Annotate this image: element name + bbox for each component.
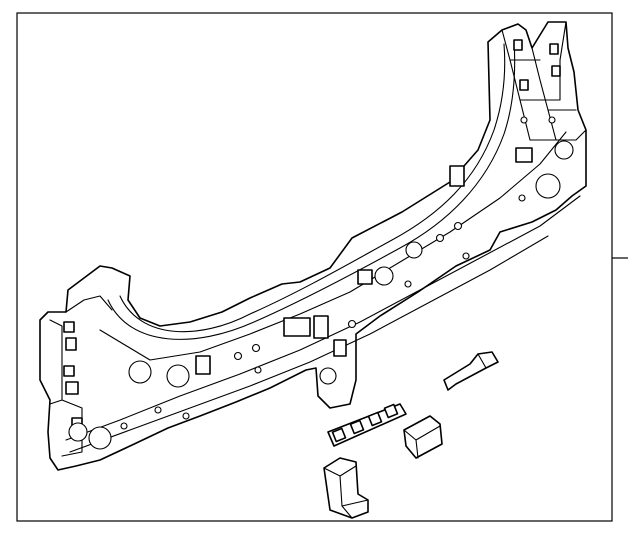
tab-6 [513, 39, 523, 51]
opening-9 [319, 367, 337, 385]
upper-crease [99, 131, 567, 361]
hole-10 [182, 412, 190, 420]
small-bracket-outline [443, 351, 499, 391]
clip-2 [349, 419, 365, 435]
wheel-arch-inner [107, 39, 516, 340]
tab-7 [549, 43, 559, 55]
tab-3 [63, 365, 75, 377]
block-4 [449, 165, 465, 187]
block-3 [195, 355, 211, 375]
tab-10 [515, 147, 533, 163]
hole-13 [548, 116, 556, 124]
lower-rail [65, 195, 581, 441]
l-bracket-fold [323, 465, 369, 519]
opening-5 [535, 173, 561, 199]
block-1 [283, 317, 311, 337]
tab-2 [65, 337, 77, 351]
hole-8 [518, 194, 526, 202]
panel-outline [39, 21, 587, 471]
small-bracket-edge [477, 353, 487, 369]
opening-1 [128, 360, 152, 384]
diagram-frame [16, 12, 613, 522]
opening-8 [405, 241, 423, 259]
hole-2 [251, 343, 261, 353]
wheel-arch-edge [119, 43, 506, 333]
block-6 [357, 269, 373, 285]
hole-11 [254, 366, 262, 374]
angle-bracket-outline [403, 415, 443, 459]
right-tower [501, 21, 587, 141]
tab-9 [551, 65, 561, 77]
l-bracket [323, 457, 369, 519]
hole-7 [462, 252, 470, 260]
opening-6 [554, 140, 574, 160]
hole-9 [154, 406, 162, 414]
clip-3 [367, 411, 383, 427]
small-bracket [443, 351, 499, 391]
clip-1 [331, 427, 347, 443]
hole-1 [233, 351, 243, 361]
hole-3 [347, 319, 357, 329]
l-bracket-outline [323, 457, 369, 519]
opening-7 [374, 266, 394, 286]
hole-6 [404, 280, 412, 288]
hole-14 [520, 116, 528, 124]
angle-bracket [403, 415, 443, 459]
lower-rail-2 [69, 235, 549, 453]
block-5 [333, 339, 347, 357]
opening-2 [166, 364, 190, 388]
hole-4 [435, 233, 445, 243]
rear-body-panel [39, 21, 587, 471]
tab-8 [519, 79, 529, 91]
clip-4 [383, 403, 399, 419]
hole-5 [453, 221, 463, 231]
block-2 [313, 315, 329, 339]
tab-1 [63, 321, 75, 333]
hole-12 [120, 422, 128, 430]
angle-bracket-fold [403, 425, 441, 459]
clip-strip [327, 403, 407, 447]
opening-4 [68, 422, 88, 442]
opening-3 [88, 426, 112, 450]
tab-4 [65, 381, 79, 395]
